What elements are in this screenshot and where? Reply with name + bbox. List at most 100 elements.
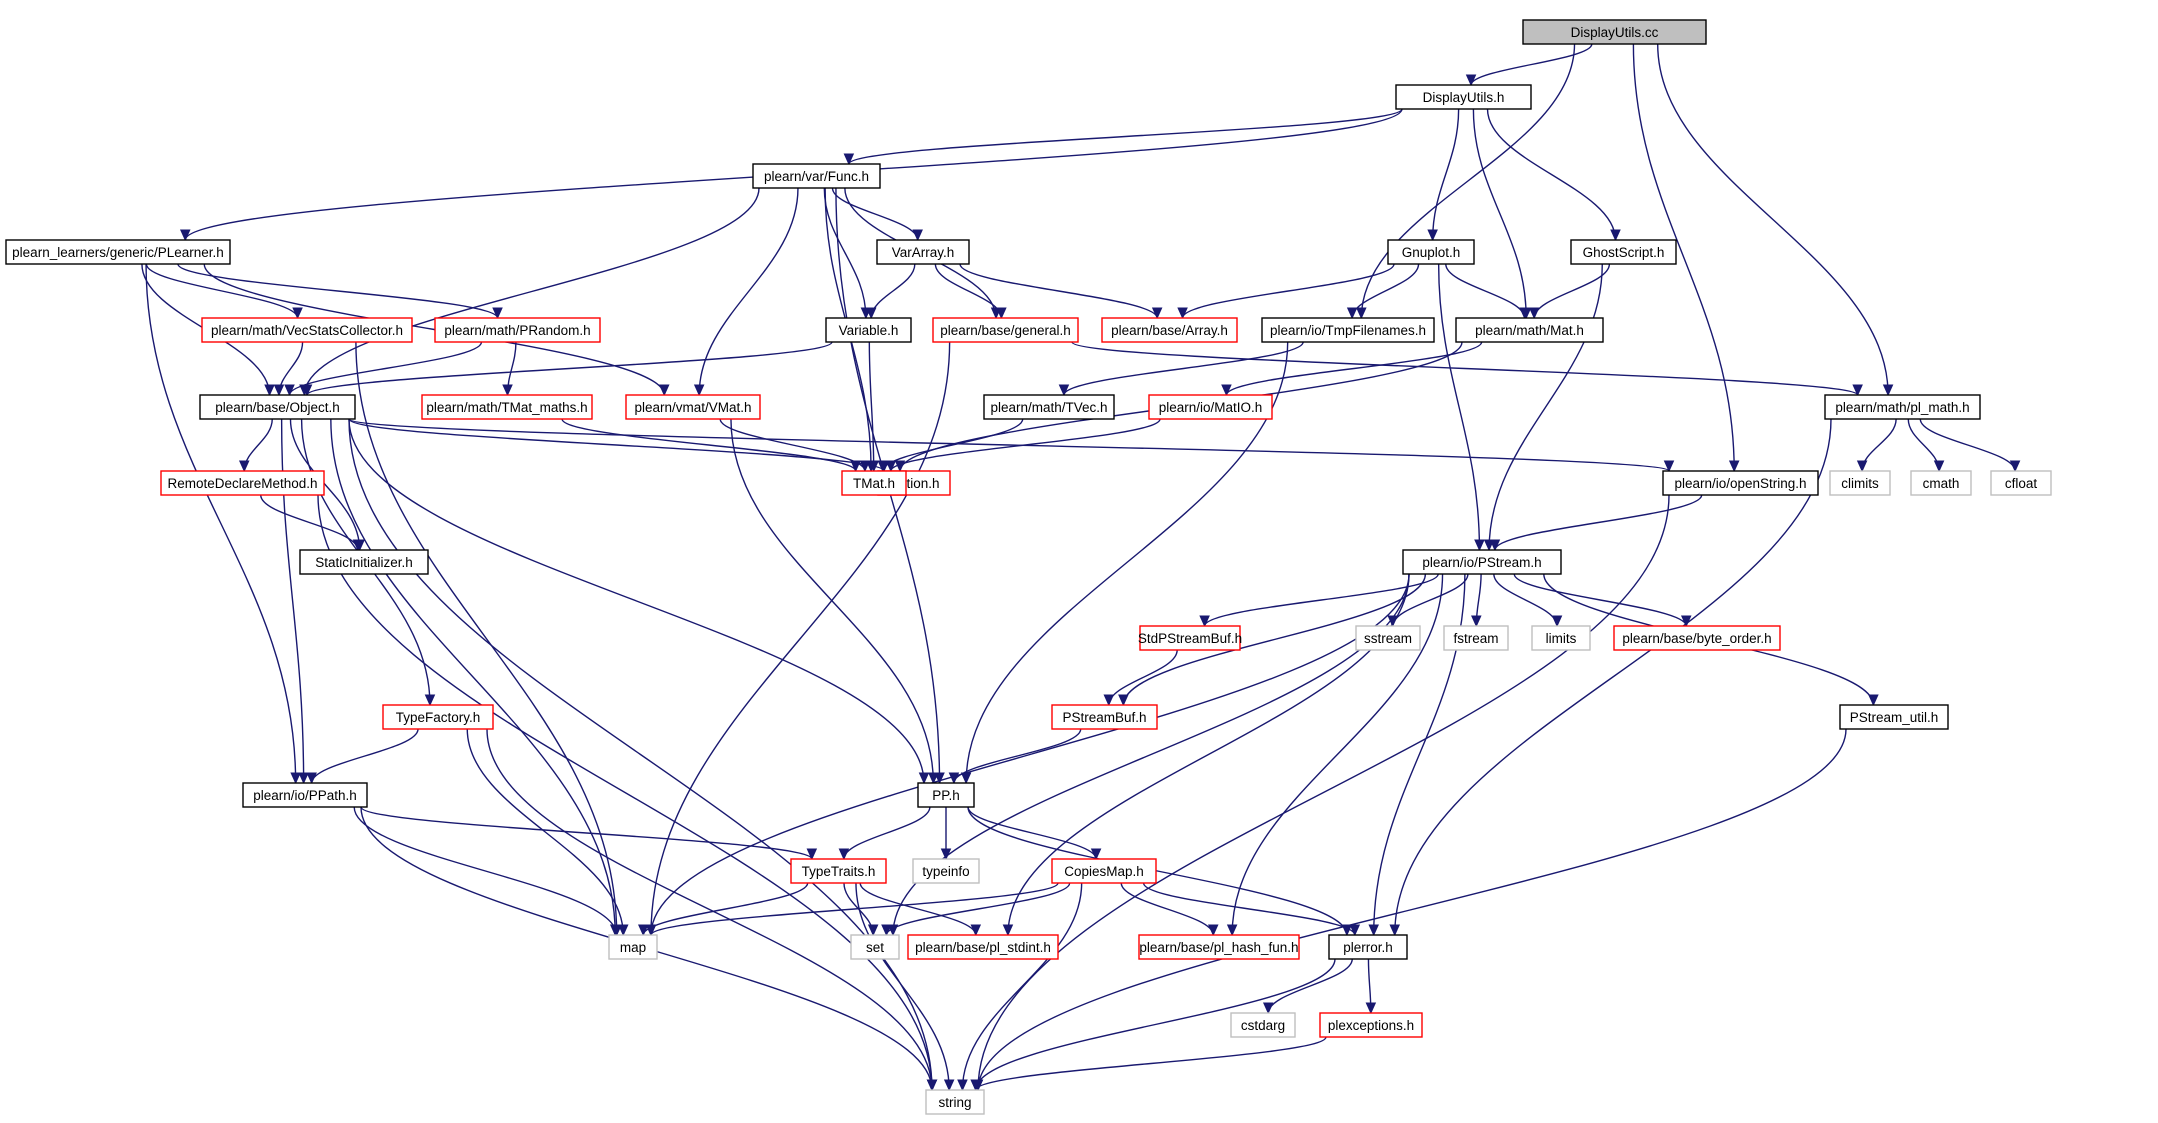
node-vararray[interactable]: VarArray.h [876,239,970,265]
node-climits[interactable]: climits [1829,470,1891,496]
node-cstdarg[interactable]: cstdarg [1230,1012,1296,1038]
node-sstream[interactable]: sstream [1355,625,1421,651]
node-box-byteorder[interactable] [1613,625,1781,651]
node-box-limits[interactable] [1531,625,1591,651]
node-remotedeclare[interactable]: RemoteDeclareMethod.h [160,470,325,496]
node-box-array[interactable] [1101,317,1238,343]
node-mat[interactable]: plearn/math/Mat.h [1455,317,1604,343]
node-box-object[interactable] [199,394,356,420]
node-plmath[interactable]: plearn/math/pl_math.h [1824,394,1981,420]
node-tmatmaths[interactable]: plearn/math/TMat_maths.h [421,394,593,420]
node-general[interactable]: plearn/base/general.h [932,317,1079,343]
node-box-cstdarg[interactable] [1230,1012,1296,1038]
node-copiesmap[interactable]: CopiesMap.h [1051,858,1157,884]
node-variable[interactable]: Variable.h [825,317,912,343]
node-box-vararray[interactable] [876,239,970,265]
node-box-vmat[interactable] [625,394,761,420]
node-prandom[interactable]: plearn/math/PRandom.h [434,317,601,343]
node-array[interactable]: plearn/base/Array.h [1101,317,1238,343]
node-box-pstreamutil[interactable] [1839,704,1949,730]
node-vecstats[interactable]: plearn/math/VecStatsCollector.h [201,317,413,343]
node-typefactory[interactable]: TypeFactory.h [382,704,494,730]
node-box-typefactory[interactable] [382,704,494,730]
node-box-ppath[interactable] [242,782,368,808]
node-box-plerror[interactable] [1328,934,1408,960]
node-pstreamutil[interactable]: PStream_util.h [1839,704,1949,730]
node-box-openstring[interactable] [1662,470,1819,496]
node-vmat[interactable]: plearn/vmat/VMat.h [625,394,761,420]
node-box-typetraits[interactable] [790,858,887,884]
node-box-plhashfun[interactable] [1138,934,1300,960]
node-set[interactable]: set [850,934,900,960]
node-tvec[interactable]: plearn/math/TVec.h [983,394,1115,420]
node-plexceptions[interactable]: plexceptions.h [1319,1012,1423,1038]
node-object[interactable]: plearn/base/Object.h [199,394,356,420]
node-box-plstdint[interactable] [907,934,1059,960]
node-pp[interactable]: PP.h [917,782,975,808]
node-plstdint[interactable]: plearn/base/pl_stdint.h [907,934,1059,960]
node-plerror[interactable]: plerror.h [1328,934,1408,960]
node-box-pstream[interactable] [1402,549,1562,575]
node-box-tvec[interactable] [983,394,1115,420]
node-box-plmath[interactable] [1824,394,1981,420]
node-displayutils_h[interactable]: DisplayUtils.h [1395,84,1532,110]
node-box-mat[interactable] [1455,317,1604,343]
node-box-root[interactable] [1522,19,1707,45]
node-box-stdpstreambuf[interactable] [1139,625,1241,651]
node-box-prandom[interactable] [434,317,601,343]
node-ppath[interactable]: plearn/io/PPath.h [242,782,368,808]
node-box-cfloat[interactable] [1990,470,2052,496]
node-box-copiesmap[interactable] [1051,858,1157,884]
node-box-pstreambuf[interactable] [1051,704,1158,730]
node-box-plearner[interactable] [5,239,231,265]
node-plhashfun[interactable]: plearn/base/pl_hash_fun.h [1138,934,1300,960]
node-box-gnuplot[interactable] [1387,239,1475,265]
node-box-ghostscript[interactable] [1570,239,1677,265]
node-box-func[interactable] [752,163,881,189]
node-tmpfilenames[interactable]: plearn/io/TmpFilenames.h [1261,317,1435,343]
node-cmath[interactable]: cmath [1910,470,1972,496]
node-box-string[interactable] [925,1089,985,1115]
node-box-remotedeclare[interactable] [160,470,325,496]
node-box-tmat[interactable] [841,470,907,496]
node-box-sstream[interactable] [1355,625,1421,651]
node-pstreambuf[interactable]: PStreamBuf.h [1051,704,1158,730]
node-gnuplot[interactable]: Gnuplot.h [1387,239,1475,265]
node-matio[interactable]: plearn/io/MatIO.h [1148,394,1273,420]
arrowhead-displayutils_h-to-gnuplot [1427,229,1438,242]
node-box-tmatmaths[interactable] [421,394,593,420]
node-box-fstream[interactable] [1443,625,1509,651]
node-map[interactable]: map [608,934,658,960]
node-box-tmpfilenames[interactable] [1261,317,1435,343]
node-string[interactable]: string [925,1089,985,1115]
node-box-plexceptions[interactable] [1319,1012,1423,1038]
node-box-staticinit[interactable] [299,549,429,575]
node-limits[interactable]: limits [1531,625,1591,651]
node-func[interactable]: plearn/var/Func.h [752,163,881,189]
node-fstream[interactable]: fstream [1443,625,1509,651]
node-stdpstreambuf[interactable]: StdPStreamBuf.h [1138,625,1242,651]
node-tmat[interactable]: TMat.h [841,470,907,496]
node-box-pp[interactable] [917,782,975,808]
arrowhead-prandom-to-tmatmaths [502,384,513,397]
node-typetraits[interactable]: TypeTraits.h [790,858,887,884]
node-openstring[interactable]: plearn/io/openString.h [1662,470,1819,496]
node-pstream[interactable]: plearn/io/PStream.h [1402,549,1562,575]
node-box-matio[interactable] [1148,394,1273,420]
node-box-typeinfo[interactable] [912,858,980,884]
node-staticinit[interactable]: StaticInitializer.h [299,549,429,575]
node-box-variable[interactable] [825,317,912,343]
node-byteorder[interactable]: plearn/base/byte_order.h [1613,625,1781,651]
node-root[interactable]: DisplayUtils.cc [1522,19,1707,45]
node-box-general[interactable] [932,317,1079,343]
node-box-cmath[interactable] [1910,470,1972,496]
node-box-set[interactable] [850,934,900,960]
node-box-climits[interactable] [1829,470,1891,496]
node-box-vecstats[interactable] [201,317,413,343]
node-box-displayutils_h[interactable] [1395,84,1532,110]
node-plearner[interactable]: plearn_learners/generic/PLearner.h [5,239,231,265]
node-typeinfo[interactable]: typeinfo [912,858,980,884]
node-cfloat[interactable]: cfloat [1990,470,2052,496]
node-box-map[interactable] [608,934,658,960]
node-ghostscript[interactable]: GhostScript.h [1570,239,1677,265]
